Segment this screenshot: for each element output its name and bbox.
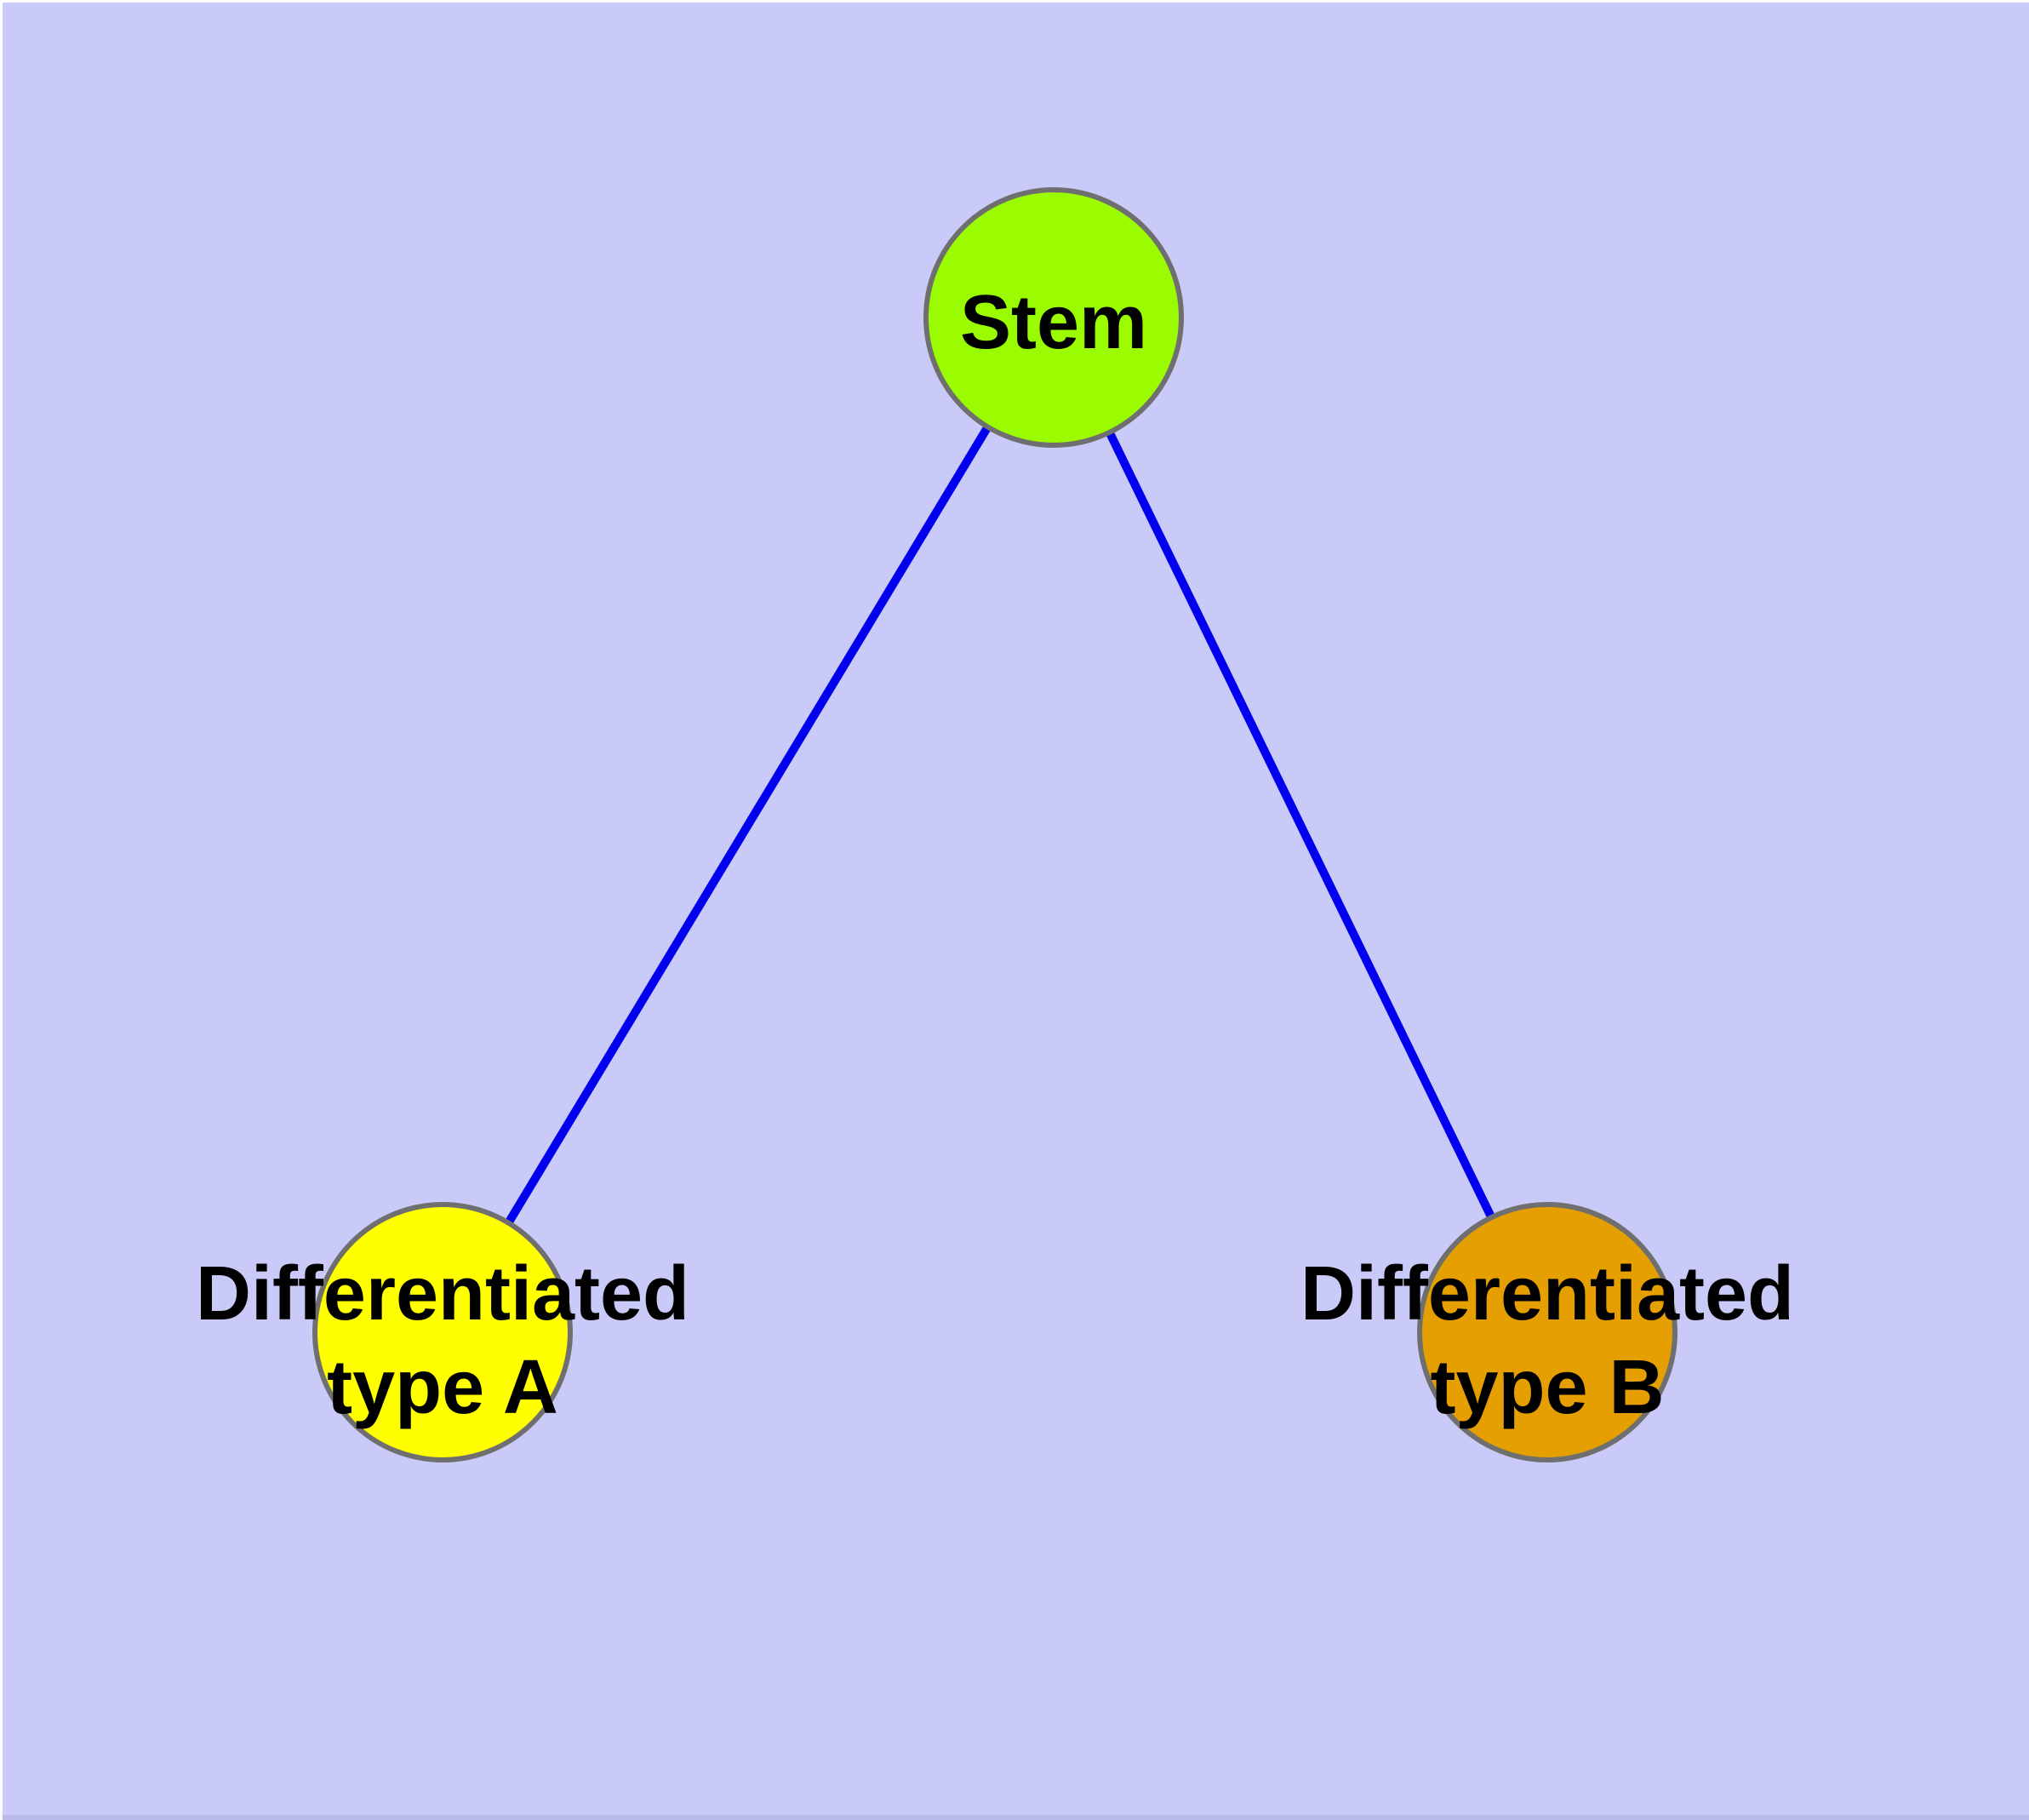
bottom-edge-strip (3, 1815, 2029, 1820)
node-differentiated-type-a: Differentiated type A (196, 1202, 689, 1462)
stem-node-circle (923, 187, 1184, 448)
type-b-node-circle (1417, 1202, 1677, 1462)
type-b-node-label-line1: Differentiated (1300, 1251, 1794, 1336)
type-a-node-label-line1: Differentiated (196, 1251, 689, 1336)
type-a-node-label-line2: type A (327, 1345, 558, 1430)
edge-stem-to-type-a (438, 315, 1058, 1335)
edge-stem-to-type-b (1049, 315, 1552, 1335)
type-a-node-circle (312, 1202, 573, 1462)
node-differentiated-type-b: Differentiated type B (1300, 1202, 1794, 1462)
node-stem: Stem (923, 187, 1184, 448)
stem-node-label: Stem (960, 280, 1147, 365)
type-b-node-label-line2: type B (1430, 1345, 1664, 1430)
